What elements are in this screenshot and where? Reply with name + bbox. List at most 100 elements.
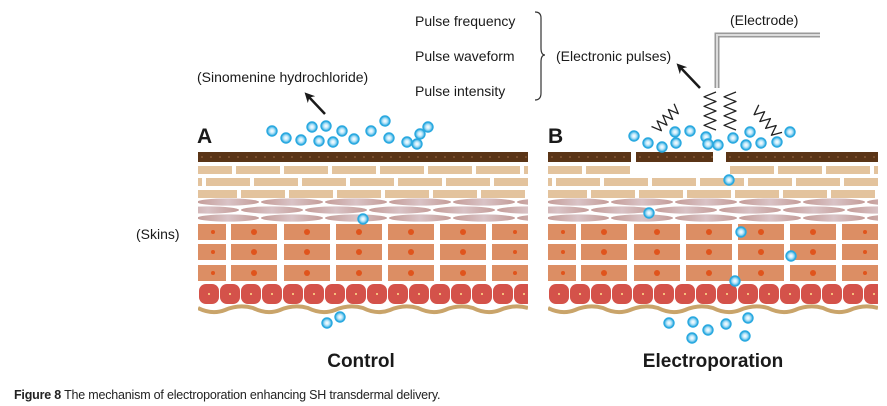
spinous-cell: [783, 206, 845, 214]
electrode-label: (Electrode): [730, 12, 798, 28]
spinous-cell: [867, 215, 878, 221]
drug-label: (Sinomenine hydrochloride): [197, 69, 368, 85]
molecule-icon: [755, 137, 767, 149]
pulse-wave-icon: [753, 104, 783, 136]
cell-nucleus: [561, 271, 565, 275]
spinous-cell: [517, 215, 528, 221]
molecule-icon: [295, 134, 307, 146]
cell-nucleus: [513, 230, 517, 234]
cell-nucleus: [211, 250, 215, 254]
spinous-cell: [517, 199, 528, 205]
spinous-cell: [675, 198, 737, 206]
cell-nucleus: [304, 270, 310, 276]
spinous-cell: [548, 206, 589, 214]
spinous-cell: [497, 206, 528, 214]
drug-molecules: [266, 115, 797, 344]
spinous-cell: [803, 198, 865, 206]
granular-cell: [735, 190, 779, 198]
cell-nucleus: [304, 249, 310, 255]
spinous-cell: [325, 198, 387, 206]
cell-nucleus: [561, 250, 565, 254]
granular-cell: [748, 178, 792, 186]
molecule-icon: [266, 125, 278, 137]
cell-nucleus: [460, 249, 466, 255]
skin-layers: [198, 152, 528, 315]
granular-cell: [556, 178, 600, 186]
electric-pulse-waves: [651, 91, 783, 136]
spinous-cell: [655, 206, 717, 214]
spinous-cell: [611, 214, 673, 222]
granular-cell: [428, 166, 472, 174]
spinous-cell: [719, 206, 781, 214]
cell-nucleus: [513, 271, 517, 275]
granular-cell: [476, 166, 520, 174]
spinous-cell: [198, 198, 259, 206]
skins-label: (Skins): [136, 226, 180, 242]
cell-nucleus: [513, 250, 517, 254]
cell-nucleus: [408, 249, 414, 255]
granular-cell: [241, 190, 285, 198]
spinous-cell: [261, 214, 323, 222]
figure-caption: Figure 8 The mechanism of electroporatio…: [14, 388, 440, 402]
basement-membrane: [198, 304, 528, 315]
granular-cell: [874, 166, 878, 174]
cell-nucleus: [654, 270, 660, 276]
granular-cell: [433, 190, 477, 198]
figure-number: Figure 8: [14, 388, 62, 402]
molecule-icon: [670, 137, 682, 149]
basal-cell: [492, 244, 528, 260]
molecule-icon: [785, 250, 797, 262]
cell-nucleus: [758, 270, 764, 276]
basal-cell: [842, 224, 878, 240]
panel-a-title: Control: [327, 351, 395, 372]
stratum-corneum: [198, 152, 528, 162]
pulse-intensity-label: Pulse intensity: [415, 83, 505, 99]
spinous-cell: [453, 198, 515, 206]
cell-nucleus: [211, 230, 215, 234]
pulse-waveform-label: Pulse waveform: [415, 48, 515, 64]
electrode-wire-icon: [714, 32, 820, 88]
cell-nucleus: [561, 230, 565, 234]
granular-cell: [639, 190, 683, 198]
granular-cell: [398, 178, 442, 186]
brace-icon: [534, 11, 546, 101]
granular-cell: [236, 166, 280, 174]
granular-cell: [778, 166, 822, 174]
spinous-cell: [591, 206, 653, 214]
granular-cell: [302, 178, 346, 186]
molecule-icon: [729, 275, 741, 287]
molecule-icon: [357, 213, 369, 225]
basal-cell: [492, 224, 528, 240]
spinous-cell: [198, 214, 259, 222]
molecule-icon: [642, 137, 654, 149]
granular-cell: [548, 178, 552, 186]
molecule-icon: [379, 115, 391, 127]
granular-cell: [586, 166, 630, 174]
granular-cell: [350, 178, 394, 186]
panel-b-letter: B: [548, 125, 563, 148]
molecule-icon: [663, 317, 675, 329]
skin-panel-electroporation: [548, 152, 878, 315]
pulse-wave-icon: [723, 91, 737, 131]
spinous-cell: [369, 206, 431, 214]
basal-cell: [548, 265, 576, 281]
basal-cell: [198, 224, 226, 240]
electrode: (Electrode): [714, 12, 820, 88]
molecule-icon: [742, 312, 754, 324]
molecule-icon: [723, 174, 735, 186]
cell-nucleus: [601, 229, 607, 235]
spinous-cell: [261, 198, 323, 206]
molecule-icon: [720, 318, 732, 330]
cell-nucleus: [460, 229, 466, 235]
basal-cell: [492, 265, 528, 281]
spinous-cell: [453, 214, 515, 222]
skin-panel-control: [198, 152, 528, 315]
granular-cell: [548, 190, 587, 198]
basement-membrane: [548, 304, 878, 315]
molecule-icon: [321, 317, 333, 329]
cell-nucleus: [706, 229, 712, 235]
pulse-frequency-label: Pulse frequency: [415, 13, 515, 29]
granular-cell: [198, 166, 232, 174]
granular-cell: [289, 190, 333, 198]
